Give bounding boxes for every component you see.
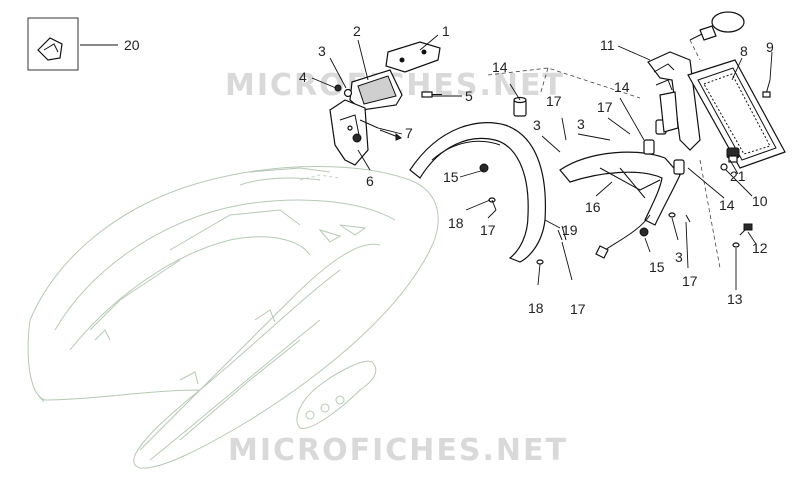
inset-box-part-20 — [27, 17, 118, 71]
part-19-grab-rail — [409, 122, 547, 263]
callout-10: 10 — [752, 193, 768, 209]
callout-7: 7 — [405, 125, 413, 141]
part-9-screw — [762, 79, 771, 98]
callout-11: 11 — [600, 37, 615, 53]
callout-18-a: 18 — [448, 215, 464, 231]
part-3-4-washers — [334, 84, 353, 98]
part-14-spacer-left — [513, 96, 527, 117]
callout-13: 13 — [727, 291, 743, 307]
part-6-bracket — [329, 99, 369, 166]
part-12-bolt — [732, 223, 753, 248]
rear-body-ghost — [27, 166, 439, 469]
assembly-lines — [487, 39, 721, 269]
callout-18-b: 18 — [528, 300, 544, 316]
callout-3-b: 3 — [533, 117, 541, 133]
callout-14-a: 14 — [492, 59, 508, 75]
callout-17-d: 17 — [597, 99, 613, 115]
callout-3: 3 — [318, 43, 326, 59]
part-7-screws — [359, 119, 402, 141]
rear-light — [689, 11, 745, 41]
callout-19: 19 — [562, 222, 578, 238]
callout-17-c: 17 — [570, 301, 586, 317]
callout-9: 9 — [766, 39, 774, 55]
callout-16: 16 — [585, 199, 601, 215]
callout-21: 21 — [730, 168, 746, 184]
leader-lines — [311, 34, 773, 290]
part-11-light-bracket — [647, 51, 701, 151]
part-2-upper-cover — [349, 69, 403, 111]
callout-15-a: 15 — [443, 169, 459, 185]
watermark-bottom: MICROFICHES.NET — [228, 433, 568, 468]
callout-3-c: 3 — [577, 116, 585, 132]
part-16-support-frame — [559, 151, 681, 226]
callout-15-b: 15 — [649, 259, 665, 275]
callout-14-b: 14 — [614, 79, 630, 95]
rail-fasteners — [479, 163, 567, 265]
callout-5: 5 — [465, 88, 473, 104]
callout-3-d: 3 — [675, 249, 683, 265]
part-1-handle-plate — [385, 41, 441, 73]
part-21-10-nut — [720, 147, 740, 171]
cable-reflector — [595, 214, 651, 259]
callout-12: 12 — [752, 240, 768, 256]
callout-17-a: 17 — [546, 93, 562, 109]
callout-8: 8 — [740, 43, 748, 59]
part-15-nuts — [639, 212, 691, 237]
callout-1: 1 — [442, 23, 450, 39]
callout-20: 20 — [124, 37, 140, 53]
callout-2: 2 — [353, 23, 361, 39]
callout-17-b: 17 — [480, 222, 496, 238]
callout-4: 4 — [299, 69, 307, 85]
part-5-screw — [421, 91, 442, 98]
callout-17-e: 17 — [682, 273, 698, 289]
callout-14-c: 14 — [719, 197, 735, 213]
part-8-plate-holder — [687, 59, 786, 169]
callout-labels: 1 2 3 4 5 6 7 14 17 3 15 18 17 19 18 17 … — [124, 23, 774, 317]
part-14-spacers-center — [643, 119, 685, 175]
callout-6: 6 — [366, 173, 374, 189]
